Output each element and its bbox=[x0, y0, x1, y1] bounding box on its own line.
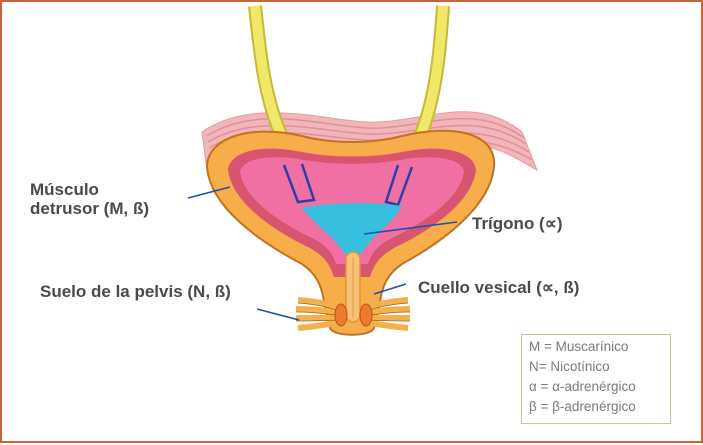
legend-item-beta: β = β-adrenérgico bbox=[529, 397, 670, 417]
legend-item-nicotinico: N= Nicotínico bbox=[529, 357, 670, 377]
label-trigono: Trígono (∝) bbox=[472, 214, 563, 233]
label-suelo-pelvis: Suelo de la pelvis (N, ß) bbox=[40, 282, 231, 301]
label-detrusor-line2: detrusor (M, ß) bbox=[30, 199, 149, 218]
legend-item-muscarinico: M = Muscarínico bbox=[529, 337, 670, 357]
legend-box: M = Muscarínico N= Nicotínico α = α-adre… bbox=[521, 334, 671, 424]
suelo-pointer bbox=[257, 309, 299, 320]
label-detrusor: Músculo detrusor (M, ß) bbox=[30, 180, 149, 218]
legend-item-alfa: α = α-adrenérgico bbox=[529, 377, 670, 397]
label-cuello-vesical: Cuello vesical (∝, ß) bbox=[418, 278, 579, 297]
label-detrusor-line1: Músculo bbox=[30, 180, 149, 199]
bladder-neck bbox=[346, 252, 360, 322]
